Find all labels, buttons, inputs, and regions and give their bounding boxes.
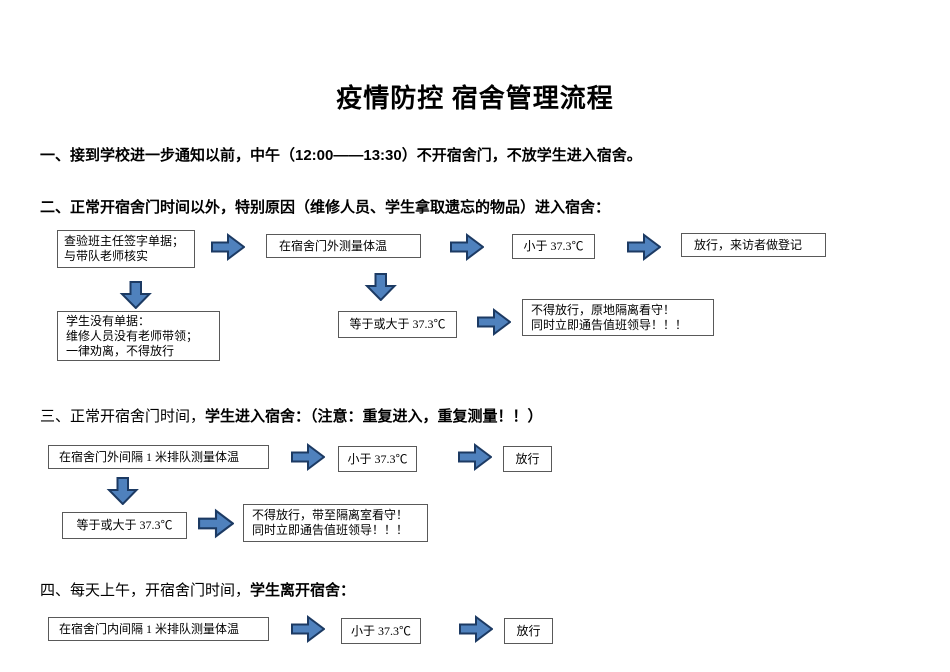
box-release: 放行	[503, 446, 552, 472]
arrow-right-icon	[198, 508, 234, 539]
arrow-down-icon	[106, 477, 140, 505]
arrow-right-icon	[291, 443, 325, 471]
section-2-heading: 二、正常开宿舍门时间以外，特别原因（维修人员、学生拿取遗忘的物品）进入宿舍：	[40, 199, 611, 216]
arrow-right-icon	[450, 233, 484, 261]
box-queue-inside: 在宿舍门内间隔 1 米排队测量体温	[48, 617, 269, 641]
section-3-heading: 三、正常开宿舍门时间，学生进入宿舍：（注意：重复进入，重复测量！！）	[40, 405, 543, 426]
arrow-down-icon	[364, 273, 398, 301]
box-no-release-isolate-onsite: 不得放行，原地隔离看守！ 同时立即通告值班领导！！！	[522, 299, 714, 336]
box-below-threshold: 小于 37.3℃	[338, 446, 417, 472]
box-check-slip: 查验班主任签字单据； 与带队老师核实	[57, 230, 195, 268]
arrow-down-icon	[119, 281, 153, 309]
section-3-heading-bold: 学生进入宿舍：（注意：重复进入，重复测量！！）	[205, 408, 543, 425]
box-release-register: 放行，来访者做登记	[681, 233, 826, 257]
box-at-or-above: 等于或大于 37.3℃	[62, 512, 187, 539]
section-4-heading-normal: 四、每天上午，开宿舍门时间，	[40, 583, 251, 599]
box-at-or-above: 等于或大于 37.3℃	[338, 311, 457, 338]
arrow-right-icon	[211, 233, 245, 261]
section-1-heading: 一、接到学校进一步通知以前，中午（12:00——13:30）不开宿舍门，不放学生…	[40, 147, 642, 164]
box-below-threshold: 小于 37.3℃	[341, 618, 421, 644]
box-queue-outside: 在宿舍门外间隔 1 米排队测量体温	[48, 445, 269, 469]
arrow-right-icon	[291, 615, 325, 643]
box-no-release-isolate-room: 不得放行，带至隔离室看守！ 同时立即通告值班领导！！！	[243, 504, 428, 542]
section-4-heading: 四、每天上午，开宿舍门时间，学生离开宿舍：	[40, 579, 355, 600]
arrow-right-icon	[459, 615, 493, 643]
box-measure-outside: 在宿舍门外测量体温	[266, 234, 421, 258]
box-no-slip: 学生没有单据： 维修人员没有老师带领； 一律劝离，不得放行	[57, 311, 220, 361]
arrow-right-icon	[477, 308, 511, 336]
arrow-right-icon	[627, 233, 661, 261]
page-title: 疫情防控 宿舍管理流程	[336, 84, 614, 113]
section-3-heading-normal: 三、正常开宿舍门时间，	[40, 409, 206, 425]
box-below-threshold: 小于 37.3℃	[512, 234, 595, 259]
section-4-heading-bold: 学生离开宿舍：	[250, 582, 356, 599]
arrow-right-icon	[458, 443, 492, 471]
box-release: 放行	[504, 618, 553, 644]
